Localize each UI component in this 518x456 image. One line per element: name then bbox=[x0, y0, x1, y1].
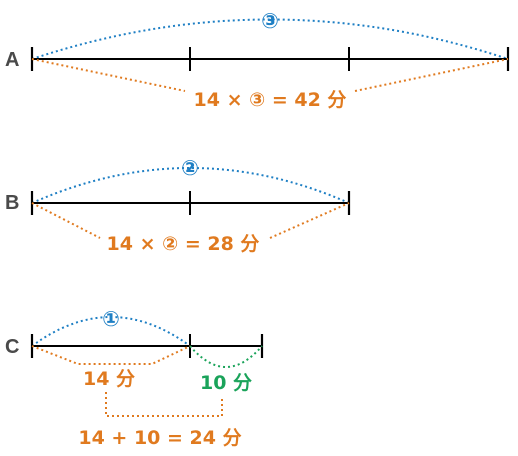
row-c-green-arc bbox=[189, 345, 263, 368]
row-b-brace-left bbox=[31, 202, 101, 239]
row-c: C ① 14 分 10 分 14 + 10 = 24 分 bbox=[5, 307, 264, 449]
row-b-circled: ② bbox=[181, 156, 199, 180]
row-b-label: B bbox=[5, 192, 19, 214]
row-a-formula: 14 × ③ = 42 分 bbox=[194, 89, 347, 111]
row-c-arc bbox=[31, 316, 191, 347]
row-b: B ② 14 × ② = 28 分 bbox=[5, 156, 351, 255]
row-a-arc bbox=[31, 18, 509, 60]
row-a: A ③ 14 × ③ = 42 分 bbox=[5, 9, 510, 111]
row-c-part1: 14 分 bbox=[83, 368, 135, 390]
row-c-sum-bracket bbox=[105, 392, 223, 417]
row-c-circled: ① bbox=[102, 307, 120, 331]
row-a-brace-left bbox=[31, 58, 186, 92]
row-b-brace-right bbox=[269, 202, 350, 239]
row-c-brace-part1 bbox=[31, 345, 191, 365]
row-a-label: A bbox=[5, 49, 19, 71]
row-c-label: C bbox=[5, 336, 19, 358]
row-a-brace-right bbox=[354, 58, 509, 92]
row-b-formula: 14 × ② = 28 分 bbox=[107, 233, 260, 255]
row-c-part2: 10 分 bbox=[200, 372, 252, 394]
row-c-total: 14 + 10 = 24 分 bbox=[78, 427, 241, 449]
row-a-circled: ③ bbox=[261, 9, 279, 33]
